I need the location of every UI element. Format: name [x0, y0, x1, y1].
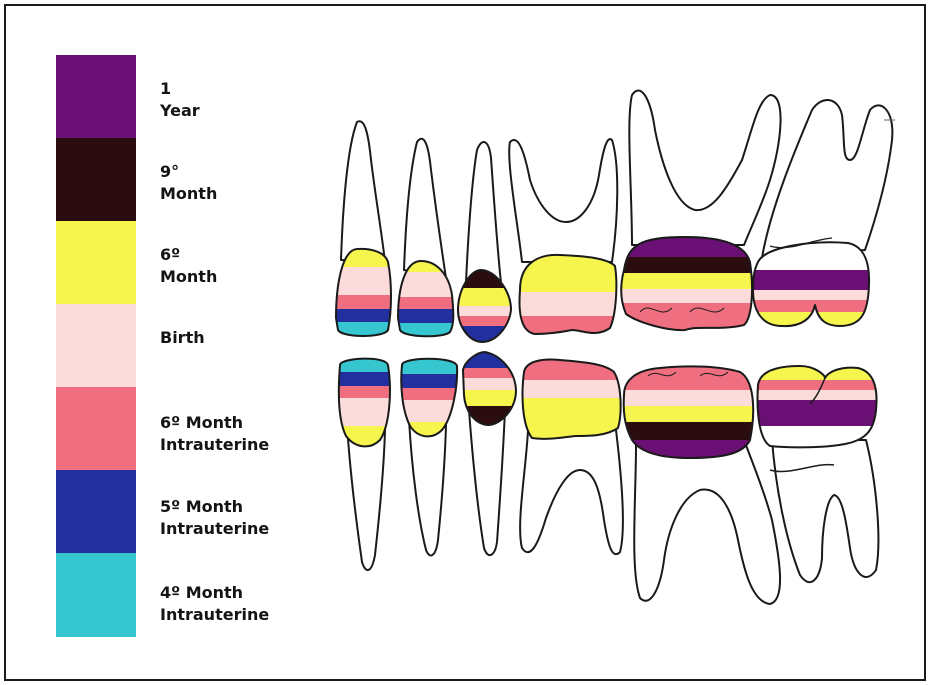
lower-third-molar-roots: [772, 440, 878, 582]
upper-central-incisor-root: [341, 121, 385, 262]
lower-lateral-incisor-crown: [396, 352, 462, 442]
lower-first-molar-roots: [520, 430, 623, 554]
upper-lateral-incisor-root: [404, 139, 446, 278]
upper-third-molar-roots: [762, 100, 892, 258]
lower-second-molar-roots: [634, 445, 780, 604]
upper-canine-root: [466, 142, 501, 283]
upper-second-molar-roots: [629, 90, 780, 245]
upper-canine-crown: [452, 265, 516, 346]
upper-first-molar-roots: [509, 139, 617, 262]
lower-lateral-incisor-root: [409, 420, 446, 555]
lower-central-incisor-crown: [334, 352, 396, 452]
lower-canine-root: [469, 410, 505, 555]
